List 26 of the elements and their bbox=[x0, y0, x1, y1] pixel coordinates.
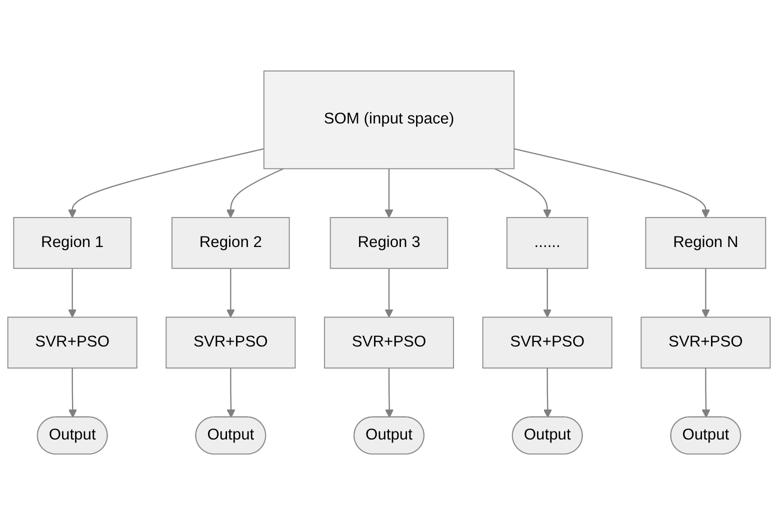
arrow bbox=[384, 168, 394, 218]
node-box: SVR+PSO bbox=[166, 316, 296, 369]
arrow bbox=[385, 368, 394, 418]
arrow bbox=[543, 268, 552, 318]
arrow bbox=[226, 168, 284, 218]
node-box: SVR+PSO bbox=[640, 316, 771, 369]
arrow bbox=[514, 148, 710, 218]
arrow bbox=[702, 368, 710, 418]
arrow bbox=[68, 268, 77, 318]
node-box: Region 3 bbox=[330, 217, 448, 269]
arrow bbox=[701, 268, 710, 318]
arrow bbox=[384, 268, 394, 318]
node-box: Region 2 bbox=[172, 217, 290, 269]
arrow bbox=[68, 148, 264, 218]
node-box: SVR+PSO bbox=[324, 316, 454, 369]
arrow bbox=[226, 368, 236, 418]
node-box: Region 1 bbox=[13, 217, 132, 269]
arrow bbox=[226, 268, 235, 318]
node-box: ...... bbox=[506, 217, 588, 269]
node-box: Region N bbox=[645, 217, 766, 269]
node-box: SOM (input space) bbox=[263, 70, 515, 170]
arrow bbox=[494, 168, 552, 218]
node-box: SVR+PSO bbox=[482, 316, 612, 369]
node-box: SVR+PSO bbox=[7, 316, 138, 369]
arrow bbox=[68, 368, 77, 418]
arrow bbox=[543, 368, 552, 418]
